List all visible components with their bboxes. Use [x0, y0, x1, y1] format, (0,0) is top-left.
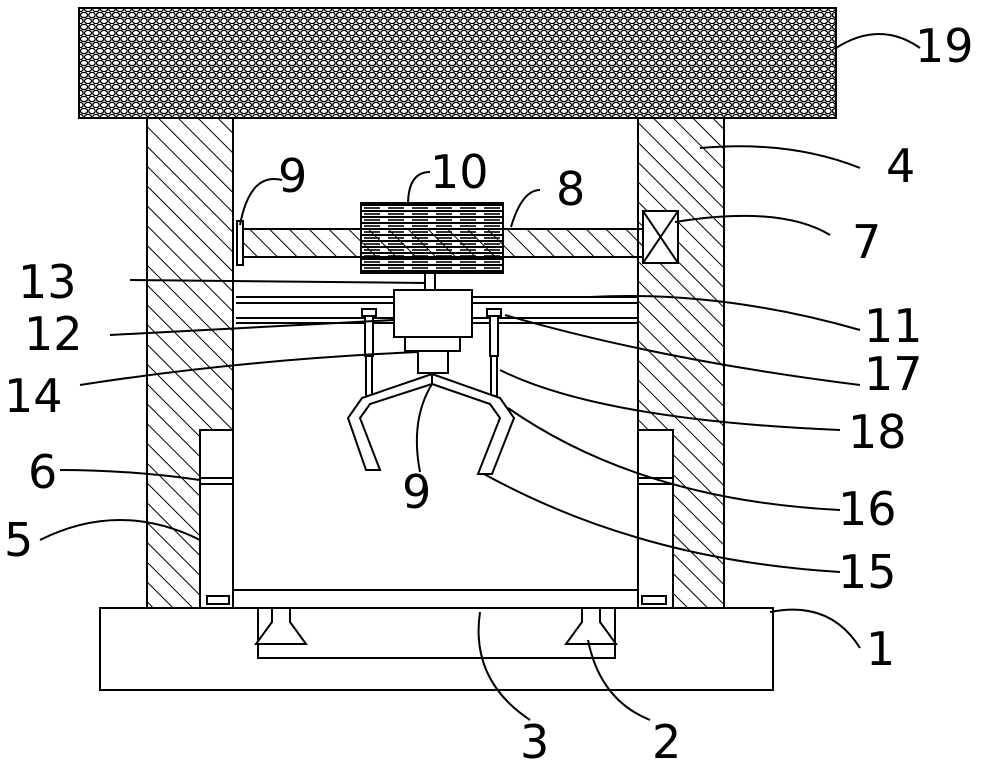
right-claw [431, 372, 516, 475]
label-16: 16 [838, 482, 897, 536]
label-6: 6 [28, 445, 57, 499]
label-19: 19 [915, 19, 974, 73]
drive-box [393, 289, 473, 338]
left-slide-block [199, 429, 234, 609]
label-9-top: 9 [278, 149, 307, 203]
label-12: 12 [24, 307, 83, 361]
left-claw [346, 372, 433, 471]
label-4: 4 [886, 139, 915, 193]
label-14: 14 [4, 369, 63, 423]
right-slide-block [637, 429, 674, 609]
label-2: 2 [652, 715, 681, 769]
label-7: 7 [852, 215, 881, 269]
label-11: 11 [864, 299, 923, 353]
label-1: 1 [866, 622, 895, 676]
roof-block [78, 7, 837, 119]
label-8: 8 [556, 162, 585, 216]
label-13: 13 [18, 255, 77, 309]
label-9-mid: 9 [402, 465, 431, 519]
motor [360, 202, 504, 274]
label-18: 18 [848, 405, 907, 459]
label-10: 10 [430, 145, 489, 199]
label-17: 17 [864, 347, 923, 401]
label-15: 15 [838, 545, 897, 599]
platform [232, 589, 639, 609]
label-3: 3 [520, 715, 549, 769]
label-5: 5 [4, 513, 33, 567]
